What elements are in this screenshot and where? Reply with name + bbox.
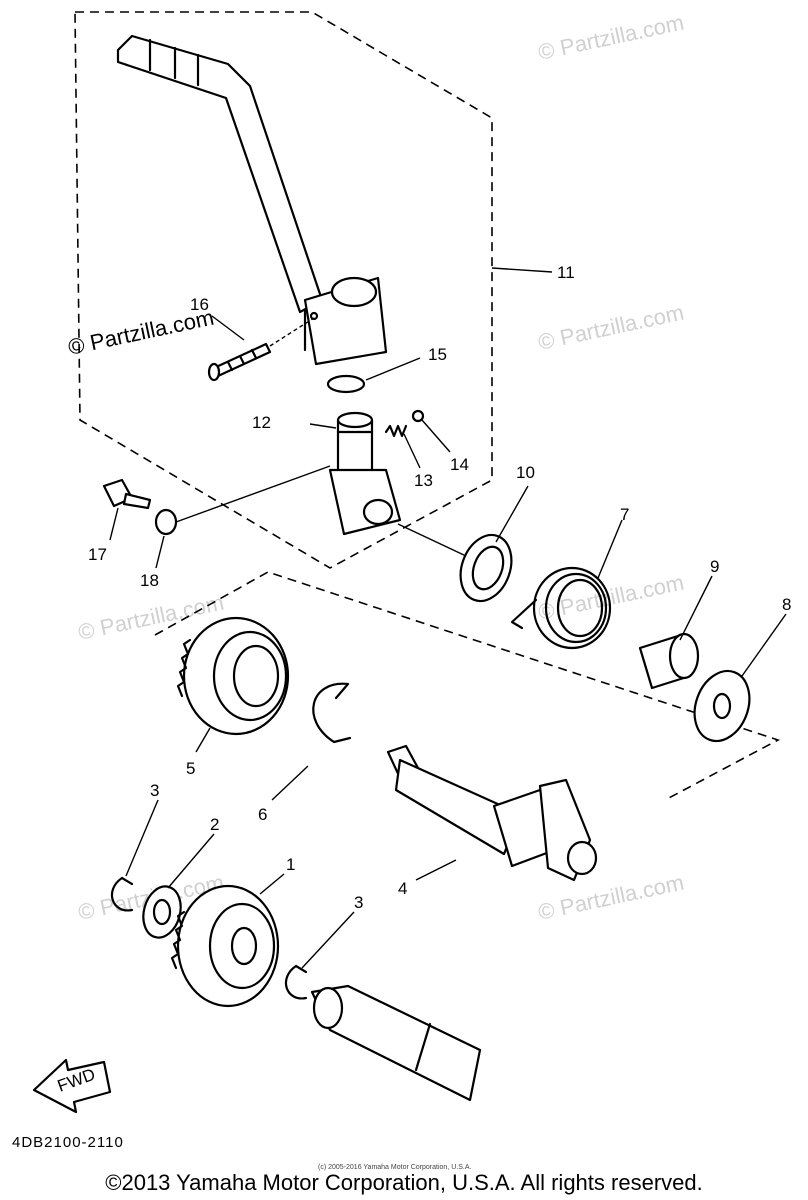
callout-13: 13 [414,471,433,490]
watermark: © Partzilla.com [536,300,686,355]
part-9-collar [638,632,700,690]
callout-7: 7 [620,505,629,524]
callout-3: 3 [354,893,363,912]
part-15-o-ring [326,374,366,394]
callout-15: 15 [428,345,447,364]
part-18-washer [154,508,178,536]
callout-11: 11 [557,263,575,282]
callout-3: 3 [150,781,159,800]
tiny-copyright-note: (c) 2005-2016 Yamaha Motor Corporation, … [318,1164,472,1171]
callout-numbers: 11 12 13 14 15 16 17 18 10 7 9 8 5 6 3 2… [88,263,791,912]
part-12-kick-shaft [328,411,402,536]
alignment-line [175,465,331,523]
part-17-bolt [102,478,152,510]
callout-2: 2 [210,815,219,834]
callout-16: 16 [190,295,209,314]
callout-10: 10 [516,463,535,482]
kick-crank-assembly-outline [74,11,493,569]
copyright-notice: ©2013 Yamaha Motor Corporation, U.S.A. A… [105,1170,703,1195]
callout-17: 17 [88,545,107,564]
callout-5: 5 [186,759,195,778]
callout-9: 9 [710,557,719,576]
part-3-circlip [285,964,308,1000]
callout-14: 14 [450,455,469,474]
part-1-kick-idle-gear [170,884,280,1008]
kick-axle-assembly-outline [154,571,781,801]
part-10-oil-seal [459,533,513,603]
watermark: © Partzilla.com [536,870,686,925]
part-5-ratchet-wheel [176,616,290,736]
part-4-kick-axle [386,744,598,882]
callout-8: 8 [782,595,791,614]
callout-18: 18 [140,571,159,590]
part-16-bolt [207,317,315,382]
forward-direction-arrow: FWD [32,1058,112,1114]
callout-12: 12 [252,413,271,432]
callout-1: 1 [286,855,295,874]
part-7-torsion-spring [510,566,612,650]
part-14-ball [411,409,425,423]
kick-starter-exploded-diagram: © Partzilla.com © Partzilla.com © Partzi… [32,10,791,1114]
part-6-circlip [312,682,352,744]
part-13-spring [384,424,408,438]
callout-6: 6 [258,805,267,824]
part-3-circlip [111,876,134,912]
alignment-line [397,523,467,557]
diagram-code: 4DB2100-2110 [12,1134,124,1151]
watermark: © Partzilla.com [536,10,686,65]
shaft-end [310,984,482,1102]
part-8-washer [693,669,751,743]
callout-4: 4 [398,879,407,898]
part-11-kick-crank [116,34,388,366]
leader-lines [109,267,787,969]
